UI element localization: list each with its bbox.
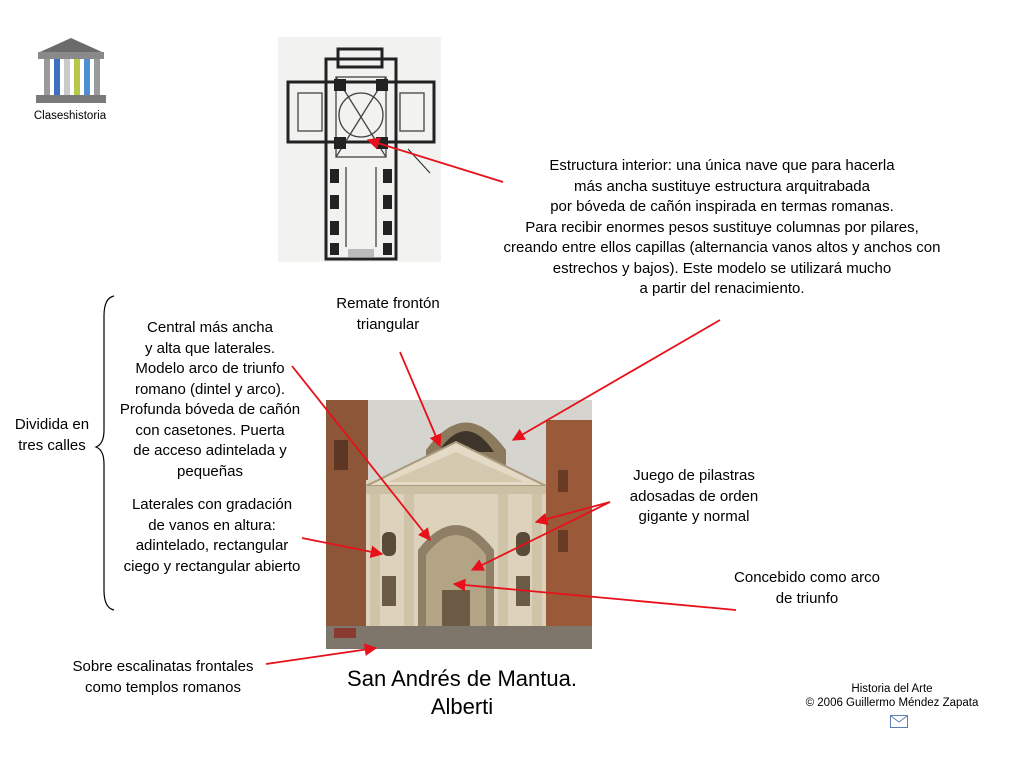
facade-photo [326, 400, 592, 649]
note-line: de vanos en altura: [148, 516, 276, 534]
interior-structure-note: Estructura interior: una única nave que … [470, 156, 974, 300]
mail-icon[interactable] [890, 715, 908, 728]
note-line: romano (dintel y arco). [134, 380, 286, 398]
footer-line: © 2006 Guillermo Méndez Zapata [805, 697, 979, 709]
logo-greek-temple-icon [34, 36, 108, 104]
note-line: como templos romanos [85, 678, 241, 696]
note-line: gigante y normal [638, 508, 750, 525]
note-line: adintelado, rectangular [135, 537, 289, 554]
floor-plan-image [278, 37, 441, 262]
note-line: creando entre ellos capillas (alternanci… [503, 239, 941, 256]
note-line: y alta que laterales. [144, 339, 276, 357]
escalinatas-note: Sobre escalinatas frontales como templos… [52, 657, 274, 698]
title-line: Alberti [430, 694, 494, 719]
note-line: Remate frontón [336, 295, 440, 312]
note-line: de triunfo [775, 589, 839, 607]
note-line: Sobre escalinatas frontales [72, 658, 254, 675]
note-line: triangular [356, 315, 420, 333]
remate-fronton-note: Remate frontón triangular [318, 294, 458, 335]
arco-triunfo-note: Concebido como arco de triunfo [712, 568, 902, 609]
note-line: Laterales con gradación [131, 496, 293, 513]
note-line: Juego de pilastras [633, 467, 755, 484]
arrow [265, 643, 378, 665]
note-line: pequeñas [177, 462, 243, 480]
footer-line: Historia del Arte [851, 683, 933, 695]
footer-credit: Historia del Arte © 2006 Guillermo Ménde… [780, 682, 1004, 710]
note-line: a partir del renacimiento. [639, 280, 805, 297]
note-line: Concebido como arco [734, 569, 880, 586]
pilastras-note: Juego de pilastras adosadas de orden gig… [606, 466, 782, 528]
central-street-note: Central más ancha y alta que laterales. … [100, 318, 320, 482]
note-line: tres calles [18, 436, 86, 454]
logo-label: Claseshistoria [33, 110, 107, 122]
note-line: Modelo arco de triunfo [135, 360, 285, 377]
dividida-note: Dividida en tres calles [4, 415, 100, 456]
note-line: Profunda bóveda de cañón [119, 401, 301, 418]
note-line: Dividida en [14, 416, 90, 433]
note-line: de acceso adintelada y [133, 442, 287, 459]
note-line: ciego y rectangular abierto [123, 557, 301, 575]
note-line: estrechos y bajos). Este modelo se utili… [552, 259, 892, 277]
note-line: adosadas de orden [629, 487, 759, 505]
note-line: más ancha sustituye estructura arquitrab… [574, 177, 870, 195]
note-line: Central más ancha [147, 319, 273, 336]
page-title: San Andrés de Mantua. Alberti [312, 665, 612, 721]
note-line: Para recibir enormes pesos sustituye col… [525, 218, 919, 236]
laterales-note: Laterales con gradación de vanos en altu… [104, 495, 320, 577]
note-line: Estructura interior: una única nave que … [549, 157, 895, 174]
note-line: por bóveda de cañón inspirada en termas … [550, 198, 894, 215]
note-line: con casetones. Puerta [135, 421, 285, 439]
title-line: San Andrés de Mantua. [347, 666, 577, 691]
